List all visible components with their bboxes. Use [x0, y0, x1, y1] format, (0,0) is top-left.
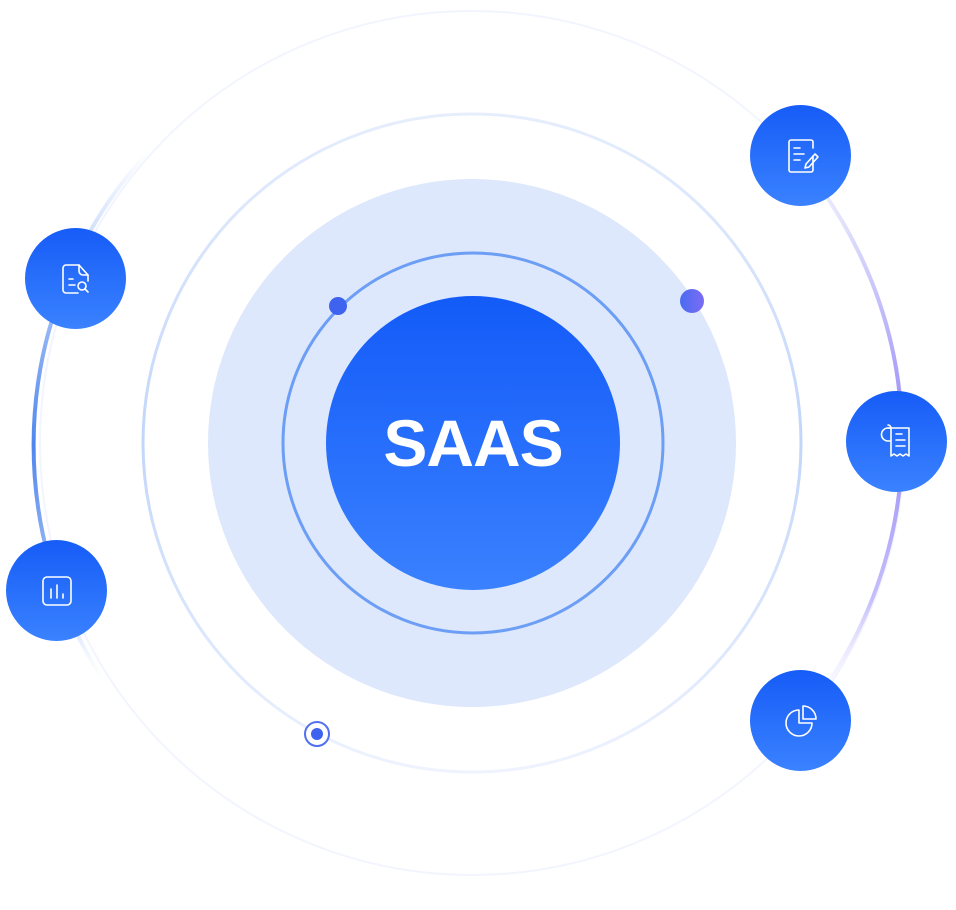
orbit-dot — [680, 289, 704, 313]
inner-orbit — [281, 251, 665, 635]
orbit-dot — [311, 728, 323, 740]
document-search-icon — [61, 263, 89, 294]
orbit-dot — [329, 297, 347, 315]
document-edit-node[interactable] — [750, 105, 851, 206]
outer-orbit-left — [31, 148, 152, 742]
bar-chart-icon — [41, 575, 72, 606]
middle-orbit — [141, 112, 803, 774]
core-circle — [326, 296, 620, 590]
pie-chart-node[interactable] — [750, 670, 851, 771]
receipt-node[interactable] — [846, 391, 947, 492]
bar-chart-node[interactable] — [6, 540, 107, 641]
document-edit-icon — [787, 138, 819, 173]
pie-chart-icon — [784, 704, 817, 737]
document-search-node[interactable] — [25, 228, 126, 329]
saas-label: SAAS — [383, 406, 563, 480]
receipt-icon — [880, 423, 910, 457]
